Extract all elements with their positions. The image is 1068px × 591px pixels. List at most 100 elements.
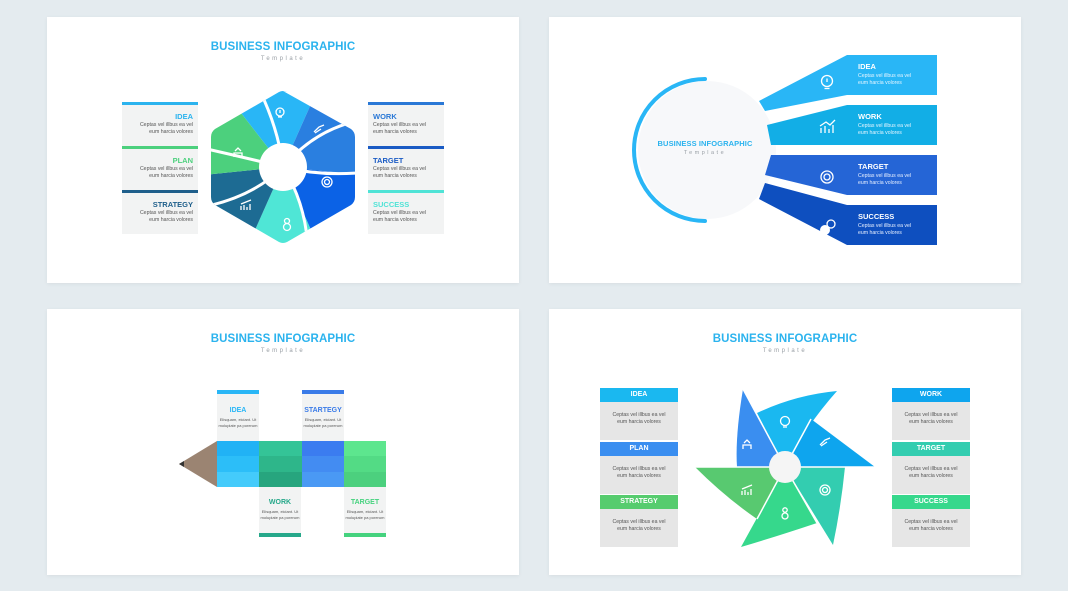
card-label: TARGET xyxy=(916,445,946,452)
hexagon-diagram xyxy=(211,91,355,243)
card-accent-bar xyxy=(302,390,344,394)
card-header xyxy=(600,388,678,402)
pinwheel-blade-work xyxy=(785,419,875,467)
card-header xyxy=(892,495,970,509)
banner-label-idea: IDEA xyxy=(858,62,876,71)
center-circle xyxy=(638,81,776,219)
card-accent-bar xyxy=(368,146,444,149)
card-label: SUCCESS xyxy=(914,498,948,505)
growth-chart-icon xyxy=(819,119,836,133)
pinwheel-center xyxy=(769,451,801,483)
slide-hexagon-infographic[interactable]: BUSINESS INFOGRAPHIC Template IDEA Cepta… xyxy=(47,17,519,283)
hexagon-center xyxy=(259,143,307,191)
card-label: IDEA xyxy=(229,407,247,414)
card-header xyxy=(892,388,970,402)
pinwheel-blade-target xyxy=(785,467,845,545)
handshake-icon xyxy=(313,124,325,134)
slide-title: BUSINESS INFOGRAPHIC xyxy=(712,333,858,345)
card-accent-bar xyxy=(344,533,386,537)
slide-fan-infographic[interactable]: BUSINESS INFOGRAPHIC Template IDEA Cepta… xyxy=(549,17,1021,283)
pencil-tip xyxy=(179,441,217,487)
card-label: PLAN xyxy=(172,156,193,165)
pinwheel-blade-plan xyxy=(736,389,785,467)
banner-idea xyxy=(759,55,937,111)
fan-banners xyxy=(759,55,937,245)
lightbulb-icon xyxy=(779,415,791,428)
banner-work xyxy=(767,105,937,145)
card-label: WORK xyxy=(373,112,397,121)
slide-subtitle: Template xyxy=(762,348,808,354)
pencil-diagram xyxy=(179,441,386,487)
pinwheel-diagram xyxy=(695,388,875,547)
slide-subtitle: Template xyxy=(260,56,306,62)
target-icon xyxy=(820,170,834,184)
circle-diagram xyxy=(632,77,776,223)
banner-target xyxy=(765,155,937,195)
card-label: WORK xyxy=(919,391,943,398)
card-accent-bar xyxy=(122,102,198,105)
card-label: TARGET xyxy=(350,499,380,506)
card-accent-bar xyxy=(259,533,301,537)
target-icon xyxy=(321,176,333,188)
handshake-icon xyxy=(819,437,831,447)
card-label: SUCCESS xyxy=(373,200,410,209)
banner-label-target: TARGET xyxy=(858,162,889,171)
card-accent-bar xyxy=(122,146,198,149)
slide-pencil-infographic[interactable]: BUSINESS INFOGRAPHIC Template IDEA Elisq… xyxy=(47,309,519,575)
team-icon xyxy=(742,439,752,449)
card-accent-bar xyxy=(368,102,444,105)
card-header xyxy=(600,442,678,456)
slide-pinwheel-infographic[interactable]: BUSINESS INFOGRAPHIC Template IDEA Cepta… xyxy=(549,309,1021,575)
card-header xyxy=(600,495,678,509)
card-label: TARGET xyxy=(373,156,404,165)
pinwheel-blade-success xyxy=(741,467,817,547)
card-accent-bar xyxy=(217,390,259,394)
money-gear-icon xyxy=(781,507,789,520)
lightbulb-icon xyxy=(820,74,834,90)
pinwheel-blade-strategy xyxy=(695,467,785,519)
card-label: STRATEGY xyxy=(152,200,193,209)
target-icon xyxy=(819,484,831,496)
card-label: IDEA xyxy=(630,391,648,398)
banner-label-success: SUCCESS xyxy=(858,212,895,221)
card-label: IDEA xyxy=(175,112,193,121)
pinwheel-blade-idea xyxy=(757,391,837,467)
growth-chart-icon xyxy=(741,484,753,495)
growth-chart-icon xyxy=(240,199,252,210)
slide-title: BUSINESS INFOGRAPHIC xyxy=(210,333,356,345)
card-accent-bar xyxy=(122,190,198,193)
card-label: STARTEGY xyxy=(304,407,342,414)
card-label: WORK xyxy=(268,499,292,506)
